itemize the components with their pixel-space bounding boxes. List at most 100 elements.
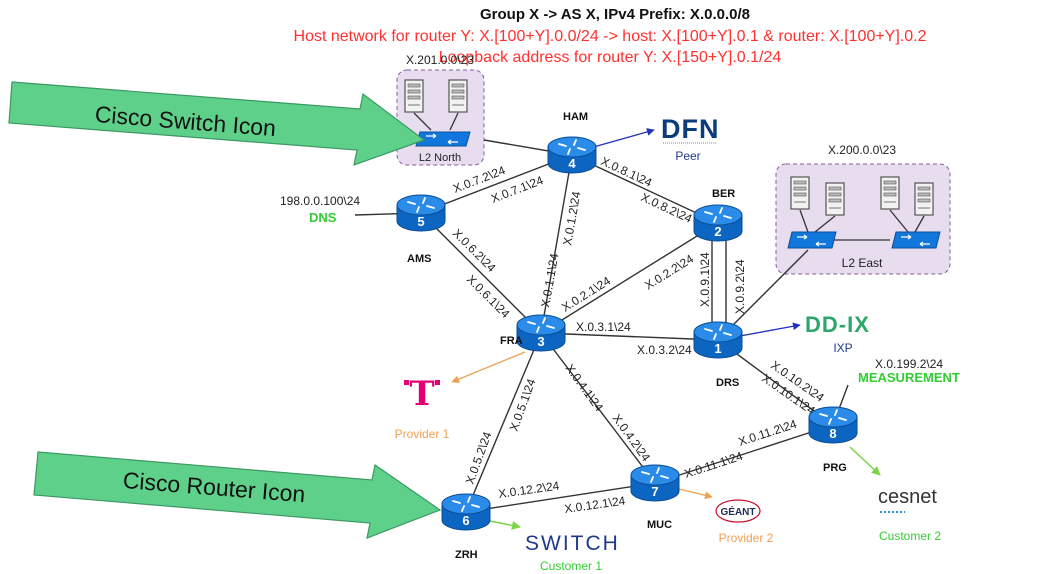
if-label: X.0.11.1\24 bbox=[683, 449, 745, 481]
arrow-to-geant bbox=[674, 487, 713, 500]
dns-ip: 198.0.0.100\24 bbox=[280, 194, 360, 208]
lan-north: L2 North bbox=[396, 69, 485, 166]
router-ber: 2 BER bbox=[693, 188, 743, 242]
if-label: X.0.1.2\24 bbox=[560, 190, 583, 247]
router-number: 2 bbox=[714, 224, 721, 239]
links bbox=[354, 139, 849, 513]
telekom-logo: T bbox=[409, 374, 434, 414]
arrow-to-telekom bbox=[451, 351, 526, 383]
loopback-rule: Loopback address for router Y: X.[150+Y]… bbox=[438, 49, 782, 66]
link-ham-ber bbox=[571, 154, 719, 224]
if-label: X.0.5.2\24 bbox=[463, 430, 495, 487]
router-name: AMS bbox=[407, 253, 431, 265]
if-label: X.0.12.2\24 bbox=[497, 479, 560, 501]
dns-label: DNS bbox=[309, 210, 337, 225]
ddix-logo: DD-IX bbox=[805, 312, 870, 337]
if-label: X.0.4.1\24 bbox=[563, 362, 607, 415]
lan-east-label: L2 East bbox=[842, 256, 883, 270]
if-label: X.0.2.1\24 bbox=[559, 274, 613, 315]
switch-tag: Customer 1 bbox=[540, 559, 602, 573]
router-name: DRS bbox=[716, 377, 739, 389]
router-number: 4 bbox=[568, 156, 576, 171]
callout-router bbox=[33, 451, 442, 539]
geant-provider: GÉANT Provider 2 bbox=[715, 499, 774, 545]
diagram-title: Group X -> AS X, IPv4 Prefix: X.0.0.0/8 bbox=[480, 6, 750, 23]
link-fra-ber bbox=[540, 222, 719, 334]
if-label: X.0.4.2\24 bbox=[610, 412, 654, 465]
link-fra-drs bbox=[540, 332, 719, 341]
switch-customer: SWITCH Customer 1 bbox=[525, 532, 620, 573]
ddix-ixp: DD-IX IXP bbox=[805, 312, 870, 355]
link-ams-fra bbox=[420, 212, 542, 334]
router-number: 7 bbox=[651, 484, 658, 499]
geant-tag: Provider 2 bbox=[719, 531, 774, 545]
router-ham: 4 HAM bbox=[547, 111, 597, 174]
if-label: X.0.1.1\24 bbox=[538, 252, 561, 309]
host-network-rule: Host network for router Y: X.[100+Y].0.0… bbox=[293, 28, 927, 45]
link-muc-prg bbox=[654, 424, 834, 484]
router-number: 5 bbox=[417, 214, 424, 229]
router-number: 6 bbox=[462, 513, 469, 528]
router-number: 8 bbox=[829, 426, 836, 441]
router-name: ZRH bbox=[455, 549, 478, 561]
server-icon bbox=[404, 79, 424, 113]
ddix-tag: IXP bbox=[833, 341, 852, 355]
switch-icon bbox=[415, 131, 471, 147]
if-label: X.0.11.2\24 bbox=[737, 417, 799, 449]
dfn-peer: DFN Peer bbox=[661, 114, 719, 163]
router-name: PRG bbox=[823, 462, 847, 474]
router-name: FRA bbox=[500, 335, 523, 347]
server-icon bbox=[880, 176, 900, 210]
arrow-to-ddix bbox=[739, 322, 801, 337]
router-name: BER bbox=[712, 188, 735, 200]
arrow-to-switch bbox=[484, 519, 521, 530]
if-label: X.0.2.2\24 bbox=[642, 252, 696, 293]
if-label: X.0.3.1\24 bbox=[576, 320, 631, 334]
if-label: X.0.3.2\24 bbox=[637, 343, 692, 357]
if-label: X.0.12.1\24 bbox=[563, 494, 626, 516]
server-icon bbox=[790, 176, 810, 210]
link-ham-fra bbox=[540, 154, 573, 334]
link-ams-ham bbox=[420, 154, 573, 214]
telekom-tag: Provider 1 bbox=[395, 427, 450, 441]
cesnet-logo: cesnet bbox=[878, 486, 937, 508]
router-number: 3 bbox=[537, 334, 544, 349]
if-label: X.0.9.2\24 bbox=[733, 259, 747, 314]
switch-icon bbox=[891, 231, 941, 249]
server-icon bbox=[825, 182, 845, 216]
if-label: X.0.6.2\24 bbox=[450, 226, 499, 275]
lan-east-subnet: X.200.0.0\23 bbox=[828, 143, 896, 157]
cesnet-customer: cesnet Customer 2 bbox=[878, 486, 941, 543]
link-fra-muc bbox=[540, 332, 656, 484]
router-name: HAM bbox=[563, 111, 588, 123]
arrow-to-dfn bbox=[589, 128, 655, 149]
link-zrh-muc bbox=[465, 482, 656, 513]
router-name: MUC bbox=[647, 519, 672, 531]
switch-icon bbox=[787, 231, 837, 249]
link-fra-zrh bbox=[465, 332, 542, 513]
lan-east: L2 East bbox=[775, 163, 951, 275]
telekom-provider: T Provider 1 bbox=[395, 374, 450, 441]
dfn-tag: Peer bbox=[675, 149, 700, 163]
server-icon bbox=[448, 79, 468, 113]
callout-switch bbox=[8, 81, 426, 166]
lan-north-subnet: X.201.0.0\23 bbox=[406, 53, 474, 67]
measurement-label: MEASUREMENT bbox=[858, 370, 960, 385]
switch-logo: SWITCH bbox=[525, 532, 620, 555]
geant-logo: GÉANT bbox=[721, 505, 756, 518]
cesnet-tag: Customer 2 bbox=[879, 529, 941, 543]
if-label: X.0.9.1\24 bbox=[698, 252, 712, 307]
arrow-to-cesnet bbox=[849, 446, 881, 476]
router-number: 1 bbox=[714, 341, 721, 356]
measurement-ip: X.0.199.2\24 bbox=[875, 357, 943, 371]
router-fra: 3 FRA bbox=[500, 314, 566, 352]
server-icon bbox=[914, 182, 934, 216]
lan-north-label: L2 North bbox=[419, 152, 461, 164]
